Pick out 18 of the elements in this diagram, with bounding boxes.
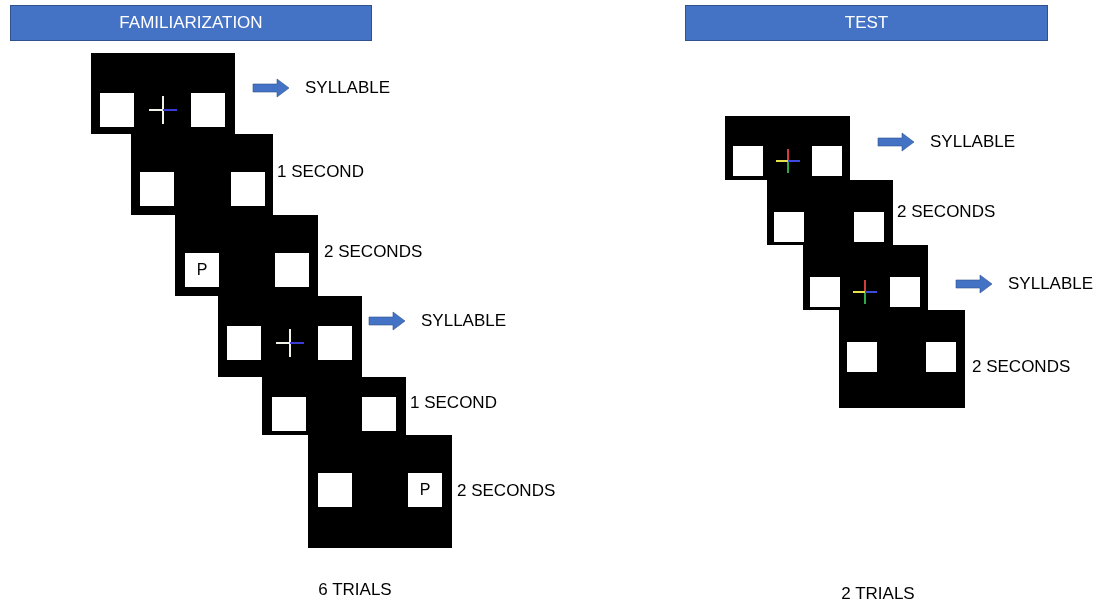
screen-frame (725, 116, 850, 180)
event-label: SYLLABLE (1008, 274, 1094, 294)
screen-frame (767, 180, 893, 245)
screen-frame (803, 245, 928, 310)
trial-count-label: 2 TRIALS (841, 584, 915, 604)
event-label: SYLLABLE (421, 311, 507, 331)
letter-square: P (408, 473, 442, 507)
event-label: SYLLABLE (930, 132, 1016, 152)
event-label: SYLLABLE (305, 78, 391, 98)
section-title: TEST (844, 13, 889, 33)
trial-count-label: 6 TRIALS (318, 580, 392, 600)
header-bar (10, 5, 372, 41)
section-title: FAMILIARIZATION (119, 13, 263, 33)
screen-frame (91, 53, 235, 134)
screen-frame (308, 435, 452, 548)
letter-square: P (185, 253, 219, 287)
header-bar (685, 5, 1048, 41)
screen-frame (839, 310, 965, 408)
